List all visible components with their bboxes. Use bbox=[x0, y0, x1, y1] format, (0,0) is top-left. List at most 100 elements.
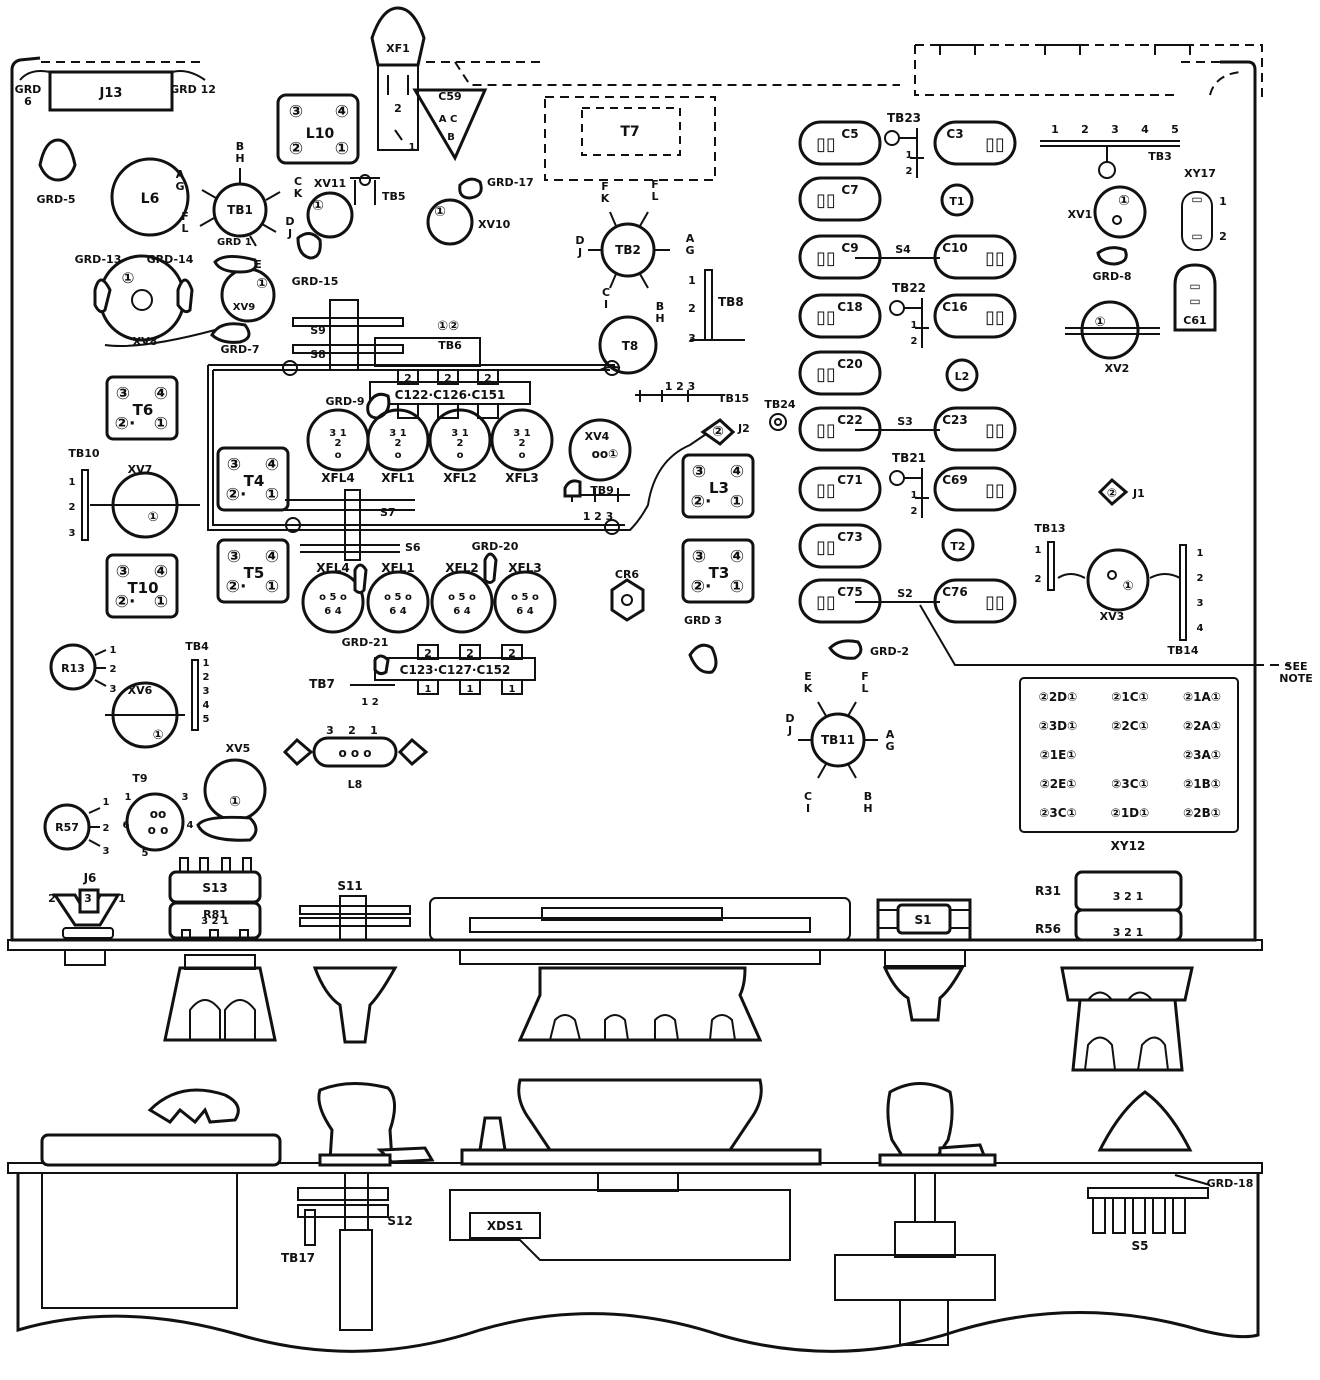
s8s9-shaft bbox=[329, 299, 359, 371]
grd21-lug bbox=[353, 563, 368, 594]
c5-label: C5 bbox=[841, 127, 858, 141]
tb6-label: TB6 bbox=[438, 339, 462, 352]
grd3-label: GRD 3 bbox=[684, 614, 722, 627]
strip-tab bbox=[477, 369, 499, 385]
cap-terminals: ▯▯ bbox=[985, 248, 1005, 269]
tb4-pin: 1 bbox=[203, 658, 210, 669]
xfl-lower-pins2: 6 4 bbox=[389, 606, 406, 617]
tb11-label: TB11 bbox=[821, 733, 855, 747]
t9-top-pins: oo bbox=[150, 807, 167, 821]
xv1-center bbox=[1112, 215, 1122, 225]
xv2-pin: ① bbox=[1094, 315, 1105, 330]
cap-terminals: ▯▯ bbox=[816, 480, 836, 501]
strip-tab-num: 2 bbox=[508, 647, 516, 660]
xfl-upper-pin2: 2 bbox=[395, 438, 402, 449]
l8-hex-left bbox=[282, 737, 314, 767]
t3-pin3: ③ bbox=[692, 547, 706, 567]
t4-pin4: ④ bbox=[265, 455, 279, 475]
s5-label: S5 bbox=[1132, 1239, 1149, 1253]
c18-label: C18 bbox=[837, 300, 863, 314]
xf1-cap bbox=[370, 6, 426, 67]
l3-label: L3 bbox=[709, 479, 729, 497]
xv12-cell: ②3D① bbox=[1039, 719, 1078, 733]
capacitors-c16-body bbox=[933, 293, 1017, 339]
j13-label: J13 bbox=[99, 86, 123, 101]
t4-body bbox=[216, 446, 290, 512]
cap-terminals: ▯▯ bbox=[985, 592, 1005, 613]
xv8-label: XV8 bbox=[133, 335, 158, 348]
c71-label: C71 bbox=[837, 473, 863, 487]
xfl-upper-pin2: 2 bbox=[335, 438, 342, 449]
xv12-cell: ②3C① bbox=[1111, 777, 1148, 791]
l2-label: L2 bbox=[955, 370, 970, 383]
tb4-pin: 3 bbox=[203, 686, 210, 697]
l10-body bbox=[276, 93, 360, 165]
tb4-pin: 2 bbox=[203, 672, 210, 683]
grd1-lug bbox=[213, 255, 258, 274]
xv3-label: XV3 bbox=[1100, 610, 1125, 623]
tb8-3: 3 bbox=[688, 332, 696, 345]
xv2-label: XV2 bbox=[1105, 362, 1130, 375]
tb9-label: TB9 bbox=[590, 484, 614, 497]
tb24-lug bbox=[769, 413, 787, 431]
tb15-label: TB15 bbox=[718, 392, 749, 405]
t5-pin3: ③ bbox=[227, 547, 241, 567]
l10-pin2: ② bbox=[289, 139, 303, 159]
t2-body bbox=[941, 528, 975, 562]
xv12-cell: ②1E① bbox=[1040, 748, 1077, 762]
grd-partial-lug bbox=[196, 815, 258, 842]
l3-pin3: ③ bbox=[692, 462, 706, 482]
capacitors-c7-body bbox=[798, 176, 882, 222]
xv12-cell: ②2B① bbox=[1183, 806, 1221, 820]
r31-pins: 3 2 1 bbox=[1113, 890, 1144, 903]
t9-body bbox=[125, 792, 185, 852]
strip-tab-low bbox=[477, 403, 499, 419]
tb-pin1: 1 bbox=[911, 490, 918, 501]
t10-pin3: ③ bbox=[116, 562, 130, 582]
xfl-lower-pins: o 5 o bbox=[384, 592, 412, 603]
grd18-label: GRD-18 bbox=[1207, 1177, 1254, 1190]
t8-body bbox=[598, 315, 658, 375]
tb14-pin: 3 bbox=[1197, 598, 1204, 609]
j2-pin: ② bbox=[712, 424, 724, 440]
xv17-pin1-shape: ▭ bbox=[1191, 192, 1202, 206]
tb4-pin: 5 bbox=[203, 714, 210, 725]
t5-label: T5 bbox=[244, 564, 265, 582]
c59-term-b: B bbox=[447, 132, 455, 143]
grd8-label: GRD-8 bbox=[1092, 270, 1131, 283]
s2-label: S2 bbox=[897, 587, 913, 600]
t6-pin3: ③ bbox=[116, 384, 130, 404]
s1-label: S1 bbox=[915, 913, 932, 927]
c3-label: C3 bbox=[946, 127, 963, 141]
c59-label: C59 bbox=[438, 90, 461, 103]
tb14-body bbox=[1179, 544, 1187, 641]
xv17-pin2: 2 bbox=[1219, 230, 1227, 243]
r57-leads bbox=[88, 807, 101, 847]
j6-pin3: 3 bbox=[84, 892, 92, 905]
t5-pin1: ① bbox=[265, 577, 279, 597]
tb1-label: TB1 bbox=[227, 203, 253, 217]
t3-pin2: ②· bbox=[691, 577, 712, 597]
grd2-label: GRD-2 bbox=[870, 645, 909, 658]
l8-pin: 2 bbox=[348, 724, 356, 737]
wire-node bbox=[604, 360, 620, 376]
xv1-label: XV1 bbox=[1068, 208, 1093, 221]
xfl-lower-pins2: 6 4 bbox=[516, 606, 533, 617]
s9-deck bbox=[292, 317, 404, 327]
tb5-label: TB5 bbox=[382, 190, 406, 203]
l3-body bbox=[681, 453, 755, 519]
grd2-lug bbox=[828, 639, 863, 660]
tb-pin2: 2 bbox=[906, 166, 913, 177]
l3-pin2: ②· bbox=[691, 492, 712, 512]
xfl-upper-pin2: 2 bbox=[457, 438, 464, 449]
l10-pin3: ③ bbox=[289, 102, 303, 122]
c20-label: C20 bbox=[837, 357, 863, 371]
c69-label: C69 bbox=[942, 473, 968, 487]
t4-pin3: ③ bbox=[227, 455, 241, 475]
c22-label: C22 bbox=[837, 413, 863, 427]
xv12-cell: ②3C① bbox=[1039, 806, 1076, 820]
